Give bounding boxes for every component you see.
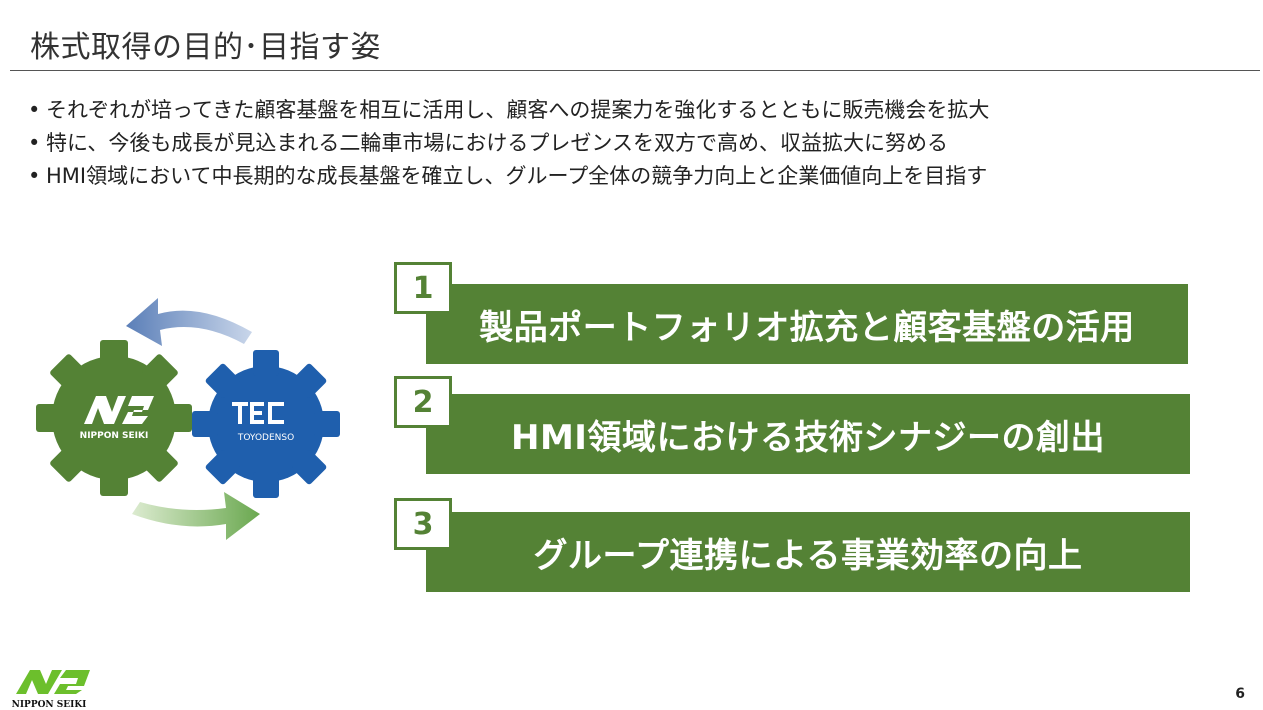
gears-illustration: NIPPON SEIKI TOYODENSO xyxy=(36,298,340,540)
nippon-seiki-gear-label: NIPPON SEIKI xyxy=(80,431,149,441)
bullet-item: •特に、今後も成長が見込まれる二輪車市場におけるプレゼンスを双方で高め、収益拡大… xyxy=(28,127,989,160)
bullet-item: •それぞれが培ってきた顧客基盤を相互に活用し、顧客への提案力を強化するとともに販… xyxy=(28,94,989,127)
page-number: 6 xyxy=(1235,686,1245,702)
toyodenso-gear-label: TOYODENSO xyxy=(237,433,294,443)
bullet-marker: • xyxy=(28,131,41,155)
bullet-item: •HMI領域において中長期的な成長基盤を確立し、グループ全体の競争力向上と企業価… xyxy=(28,160,989,193)
toyodenso-gear-icon: TOYODENSO xyxy=(192,350,340,498)
title-divider xyxy=(10,70,1260,71)
bullet-marker: • xyxy=(28,164,41,188)
goal-number: 1 xyxy=(394,262,452,314)
nippon-seiki-logo: NIPPON SEIKI xyxy=(12,670,90,710)
logo-text: NIPPON SEIKI xyxy=(12,700,87,710)
goal-label: グループ連携による事業効率の向上 xyxy=(426,512,1190,592)
nippon-seiki-gear-icon: NIPPON SEIKI xyxy=(36,340,192,496)
goal-number: 3 xyxy=(394,498,452,550)
goal-number: 2 xyxy=(394,376,452,428)
goal-label: 製品ポートフォリオ拡充と顧客基盤の活用 xyxy=(426,284,1188,364)
goal-label: HMI領域における技術シナジーの創出 xyxy=(426,394,1190,474)
slide-title: 株式取得の目的･目指す姿 xyxy=(30,30,381,65)
bullet-marker: • xyxy=(28,98,41,122)
arrow-left-icon xyxy=(126,298,252,346)
bullet-list: •それぞれが培ってきた顧客基盤を相互に活用し、顧客への提案力を強化するとともに販… xyxy=(28,94,989,193)
arrow-right-icon xyxy=(132,492,260,540)
